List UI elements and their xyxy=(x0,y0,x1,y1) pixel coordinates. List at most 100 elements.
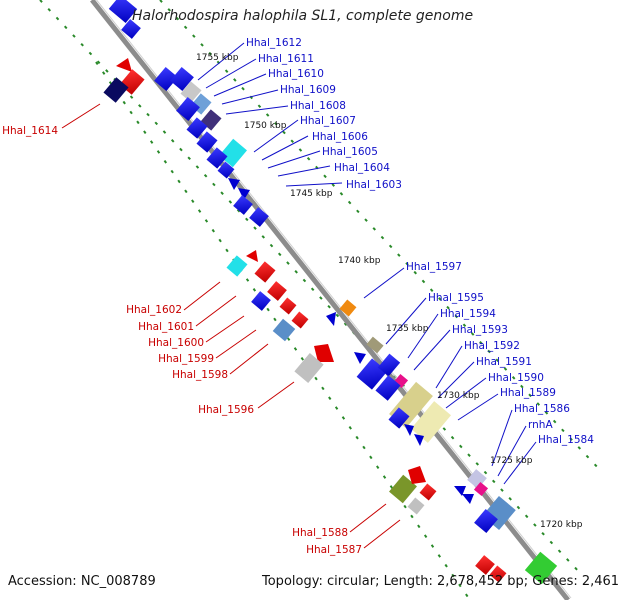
tick-label: 1725 kbp xyxy=(490,456,533,466)
gene-label[interactable]: Hhal_1586 xyxy=(514,403,570,415)
gene-label[interactable]: Hhal_1593 xyxy=(452,324,508,336)
gene-label[interactable]: Hhal_1598 xyxy=(172,369,228,381)
leader-line xyxy=(435,345,463,389)
gene-block[interactable] xyxy=(419,483,437,501)
gene-block[interactable] xyxy=(219,138,247,168)
gene-block[interactable] xyxy=(170,66,194,92)
gene-block[interactable] xyxy=(474,508,498,534)
leader-line xyxy=(195,295,237,327)
gene-block[interactable] xyxy=(375,375,401,401)
gene-block[interactable] xyxy=(473,481,489,497)
gene-label[interactable]: Hhal_1584 xyxy=(538,434,594,446)
gene-label[interactable]: Hhal_1611 xyxy=(258,53,314,65)
gene-label[interactable]: Hhal_1595 xyxy=(428,292,484,304)
gene-label[interactable]: Hhal_1606 xyxy=(312,131,368,143)
gene-label[interactable]: Hhal_1589 xyxy=(500,387,556,399)
gene-label[interactable]: Hhal_1603 xyxy=(346,179,402,191)
gene-label[interactable]: Hhal_1608 xyxy=(290,100,346,112)
gene-arrow[interactable] xyxy=(404,424,414,436)
gene-arrow[interactable] xyxy=(414,434,424,446)
gene-label[interactable]: Hhal_1599 xyxy=(158,353,214,365)
gene-label[interactable]: Hhal_1601 xyxy=(138,321,194,333)
gene-block[interactable] xyxy=(267,281,287,301)
gene-block[interactable] xyxy=(389,474,417,504)
gene-block[interactable] xyxy=(294,353,324,383)
reverse-gene-labels: Hhal_1614 Hhal_1602 Hhal_1601 Hhal_1600 … xyxy=(2,125,362,556)
gene-label[interactable]: Hhal_1602 xyxy=(126,304,182,316)
gene-block[interactable] xyxy=(180,81,202,103)
gene-label[interactable]: Hhal_1587 xyxy=(306,544,362,556)
gene-block[interactable] xyxy=(206,147,228,169)
gene-block[interactable] xyxy=(108,0,138,23)
leader-line xyxy=(277,165,331,177)
genome-map-canvas: 1755 kbp 1750 kbp 1745 kbp 1740 kbp 1735… xyxy=(2,0,601,600)
right-dotted-track xyxy=(159,0,601,471)
gene-label[interactable]: rnhA xyxy=(528,419,553,431)
leader-line xyxy=(349,503,387,533)
leader-line xyxy=(491,409,513,467)
gene-block[interactable] xyxy=(475,555,495,575)
gene-block[interactable] xyxy=(121,19,141,39)
gene-arrow[interactable] xyxy=(116,58,132,72)
gene-block[interactable] xyxy=(411,401,451,443)
tick-label: 1755 kbp xyxy=(196,53,239,63)
gene-block[interactable] xyxy=(339,299,357,317)
gene-block[interactable] xyxy=(272,318,296,342)
accession-label: Accession: NC_008789 xyxy=(8,574,156,589)
gene-block[interactable] xyxy=(176,96,200,122)
gene-label[interactable]: Hhal_1607 xyxy=(300,115,356,127)
gene-block[interactable] xyxy=(377,353,401,377)
gene-block[interactable] xyxy=(226,255,248,277)
leader-line xyxy=(261,135,309,161)
gene-block[interactable] xyxy=(291,311,309,329)
gene-block[interactable] xyxy=(524,551,558,585)
gene-arrow[interactable] xyxy=(326,312,336,326)
gene-block[interactable] xyxy=(249,207,269,227)
gene-arrow[interactable] xyxy=(354,352,366,364)
gene-label[interactable]: Hhal_1614 xyxy=(2,125,58,137)
gene-arrow[interactable] xyxy=(462,494,474,504)
label-leader-lines xyxy=(61,42,537,549)
leader-line xyxy=(205,315,245,343)
gene-label[interactable]: Hhal_1610 xyxy=(268,68,324,80)
gene-arrow[interactable] xyxy=(246,250,258,262)
gene-label[interactable]: Hhal_1600 xyxy=(148,337,204,349)
tick-label: 1735 kbp xyxy=(386,324,429,334)
gene-label[interactable]: Hhal_1592 xyxy=(464,340,520,352)
gene-label[interactable]: Hhal_1604 xyxy=(334,162,390,174)
gene-arrow[interactable] xyxy=(314,344,334,362)
gene-block[interactable] xyxy=(251,291,271,311)
gene-block[interactable] xyxy=(154,66,178,92)
gene-block[interactable] xyxy=(366,336,384,354)
gene-block[interactable] xyxy=(103,77,129,103)
gene-label[interactable]: Hhal_1605 xyxy=(322,146,378,158)
gene-label[interactable]: Hhal_1594 xyxy=(440,308,496,320)
gene-label[interactable]: Hhal_1591 xyxy=(476,356,532,368)
gene-block[interactable] xyxy=(233,195,253,215)
gene-block[interactable] xyxy=(279,297,297,315)
gene-label[interactable]: Hhal_1597 xyxy=(406,261,462,273)
gene-arrow[interactable] xyxy=(408,466,426,484)
leader-line xyxy=(225,105,289,115)
gene-arrow[interactable] xyxy=(238,188,250,200)
gene-block[interactable] xyxy=(407,497,425,515)
leader-line xyxy=(445,377,487,409)
gene-block[interactable] xyxy=(217,161,235,179)
gene-label[interactable]: Hhal_1588 xyxy=(292,527,348,539)
tick-label: 1745 kbp xyxy=(290,189,333,199)
gene-label[interactable]: Hhal_1609 xyxy=(280,84,336,96)
gene-arrow[interactable] xyxy=(454,486,466,496)
gene-label[interactable]: Hhal_1590 xyxy=(488,372,544,384)
gene-label[interactable]: Hhal_1612 xyxy=(246,37,302,49)
gene-arrow[interactable] xyxy=(228,178,240,190)
leader-line xyxy=(285,182,343,187)
leader-line xyxy=(213,73,267,97)
gene-block[interactable] xyxy=(254,261,276,283)
genome-backbone xyxy=(90,0,570,600)
gene-block[interactable] xyxy=(196,131,218,153)
topology-summary: Topology: circular; Length: 2,678,452 bp… xyxy=(262,574,619,589)
gene-block[interactable] xyxy=(388,407,410,429)
gene-block[interactable] xyxy=(186,117,208,139)
gene-block[interactable] xyxy=(489,565,507,583)
gene-label[interactable]: Hhal_1596 xyxy=(198,404,254,416)
